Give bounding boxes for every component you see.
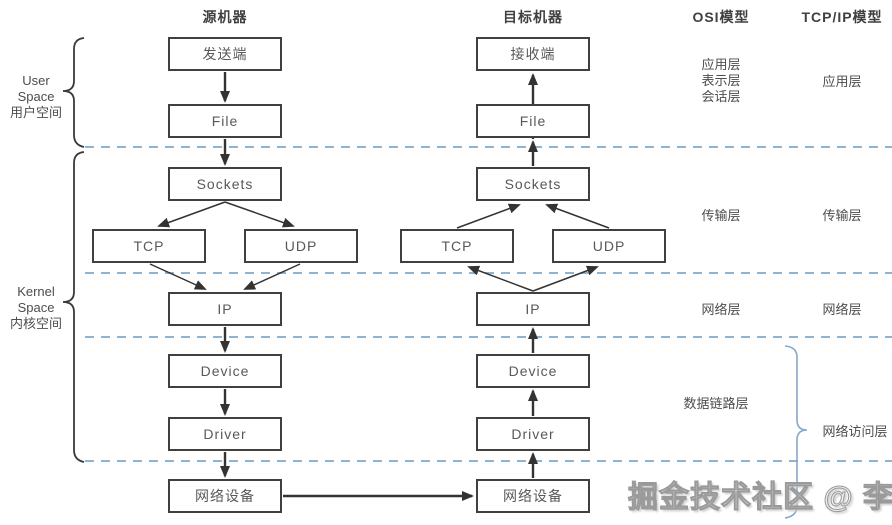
target-box-receiver: 接收端 (476, 37, 590, 71)
tcpip-transport-layer: 传输层 (822, 208, 862, 223)
user-space-brace (62, 37, 85, 148)
target-box-udp: UDP (552, 229, 666, 263)
tcpip-network-access-layer: 网络访问层 (822, 424, 888, 439)
osi-application-layer: 应用层 (701, 57, 741, 72)
target-box-ip: IP (476, 292, 590, 326)
target-box-device: Device (476, 354, 590, 388)
header-source-machine: 源机器 (202, 9, 248, 25)
header-osi-model: OSI模型 (692, 9, 750, 25)
target-box-tcp: TCP (400, 229, 514, 263)
user-space-line1: User (22, 73, 50, 88)
target-box-network-device: 网络设备 (476, 479, 590, 513)
source-box-tcp: TCP (92, 229, 206, 263)
tcpip-application-layer: 应用层 (822, 74, 862, 89)
header-tcpip-model: TCP/IP模型 (801, 9, 883, 25)
kernel-space-label: Kernel Space 内核空间 (0, 284, 72, 332)
source-box-file: File (168, 104, 282, 138)
watermark: 掘金技术社区 @ 李宥 (628, 481, 892, 515)
osi-network-layer: 网络层 (701, 302, 741, 317)
osi-data-link-layer: 数据链路层 (683, 396, 749, 411)
user-space-line2: Space (17, 89, 55, 104)
source-box-device: Device (168, 354, 282, 388)
source-box-sender: 发送端 (168, 37, 282, 71)
source-box-network-device: 网络设备 (168, 479, 282, 513)
osi-presentation-layer: 表示层 (701, 73, 741, 88)
network-access-brace (784, 345, 808, 519)
source-flow-arrows (149, 72, 301, 478)
source-box-udp: UDP (244, 229, 358, 263)
kernel-space-line3: 内核空间 (9, 316, 62, 331)
header-target-machine: 目标机器 (503, 9, 563, 25)
kernel-space-line1: Kernel (17, 284, 55, 299)
source-box-sockets: Sockets (168, 167, 282, 201)
target-box-driver: Driver (476, 417, 590, 451)
user-space-line3: 用户空间 (9, 105, 62, 120)
source-box-ip: IP (168, 292, 282, 326)
target-box-sockets: Sockets (476, 167, 590, 201)
layer-boundary-dashed-lines (85, 146, 892, 462)
target-box-file: File (476, 104, 590, 138)
osi-session-layer: 会话层 (701, 89, 741, 104)
kernel-space-brace (62, 151, 85, 463)
tcpip-network-layer: 网络层 (822, 302, 862, 317)
kernel-space-line2: Space (17, 300, 55, 315)
osi-transport-layer: 传输层 (701, 208, 741, 223)
osi-application-group: 应用层 表示层 会话层 (671, 57, 771, 105)
source-box-driver: Driver (168, 417, 282, 451)
user-space-label: User Space 用户空间 (0, 73, 72, 121)
